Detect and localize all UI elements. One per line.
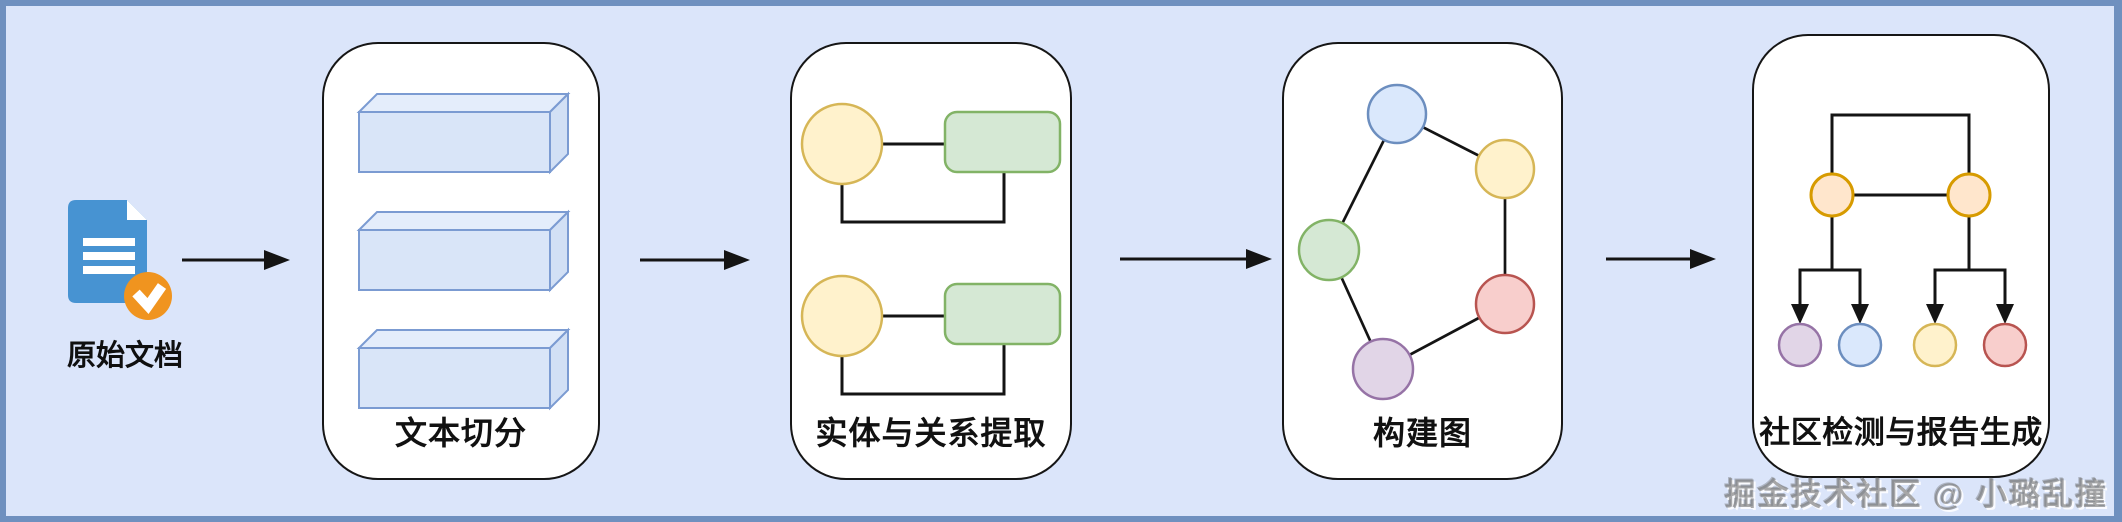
stage-label-text-split: 文本切分 (394, 415, 527, 451)
stage-card-build-graph: 构建图 (1282, 42, 1563, 480)
source-document-label: 原始文档 (66, 340, 183, 372)
watermark-text: 掘金技术社区 @ 小璐乱撞 (1724, 477, 2108, 512)
text-chunks-illustration (356, 91, 571, 411)
stage-label-build-graph: 构建图 (1372, 415, 1472, 451)
arrow-split-to-extract (640, 250, 750, 270)
graph-node-blue (1366, 83, 1428, 145)
stage-label-community-report: 社区检测与报告生成 (1759, 415, 2043, 450)
check-badge (124, 272, 172, 320)
relation-box (943, 282, 1062, 346)
arrow-extract-to-graph (1120, 249, 1272, 269)
graph-node-red (1474, 273, 1536, 335)
stage-card-text-split: 文本切分 (322, 42, 600, 480)
stage-card-entity-relation: 实体与关系提取 (790, 42, 1072, 480)
arrow-source-to-split (182, 250, 290, 270)
community-node-orange (1809, 172, 1855, 218)
leaf-node-purple (1777, 322, 1823, 368)
stage-card-community-report: 社区检测与报告生成 (1752, 34, 2050, 478)
graph-node-yellow (1474, 138, 1536, 200)
graph-node-purple (1351, 337, 1415, 401)
community-tree-illustration (1777, 113, 2028, 368)
leaf-node-red (1982, 322, 2028, 368)
document-shape (68, 200, 147, 303)
relation-box (943, 110, 1062, 174)
check-mark-icon (132, 283, 167, 314)
document-check-icon (68, 200, 172, 320)
entity-node (800, 274, 884, 358)
stage-label-entity-relation: 实体与关系提取 (815, 415, 1047, 451)
graph-node-green (1297, 218, 1361, 282)
entity-relation-illustration (800, 102, 1062, 396)
leaf-node-yellow (1912, 322, 1958, 368)
community-node-orange (1946, 172, 1992, 218)
graph-illustration (1297, 83, 1536, 401)
document-fold (127, 200, 147, 220)
leaf-node-blue (1837, 322, 1883, 368)
arrow-graph-to-community (1606, 249, 1716, 269)
entity-node (800, 102, 884, 186)
